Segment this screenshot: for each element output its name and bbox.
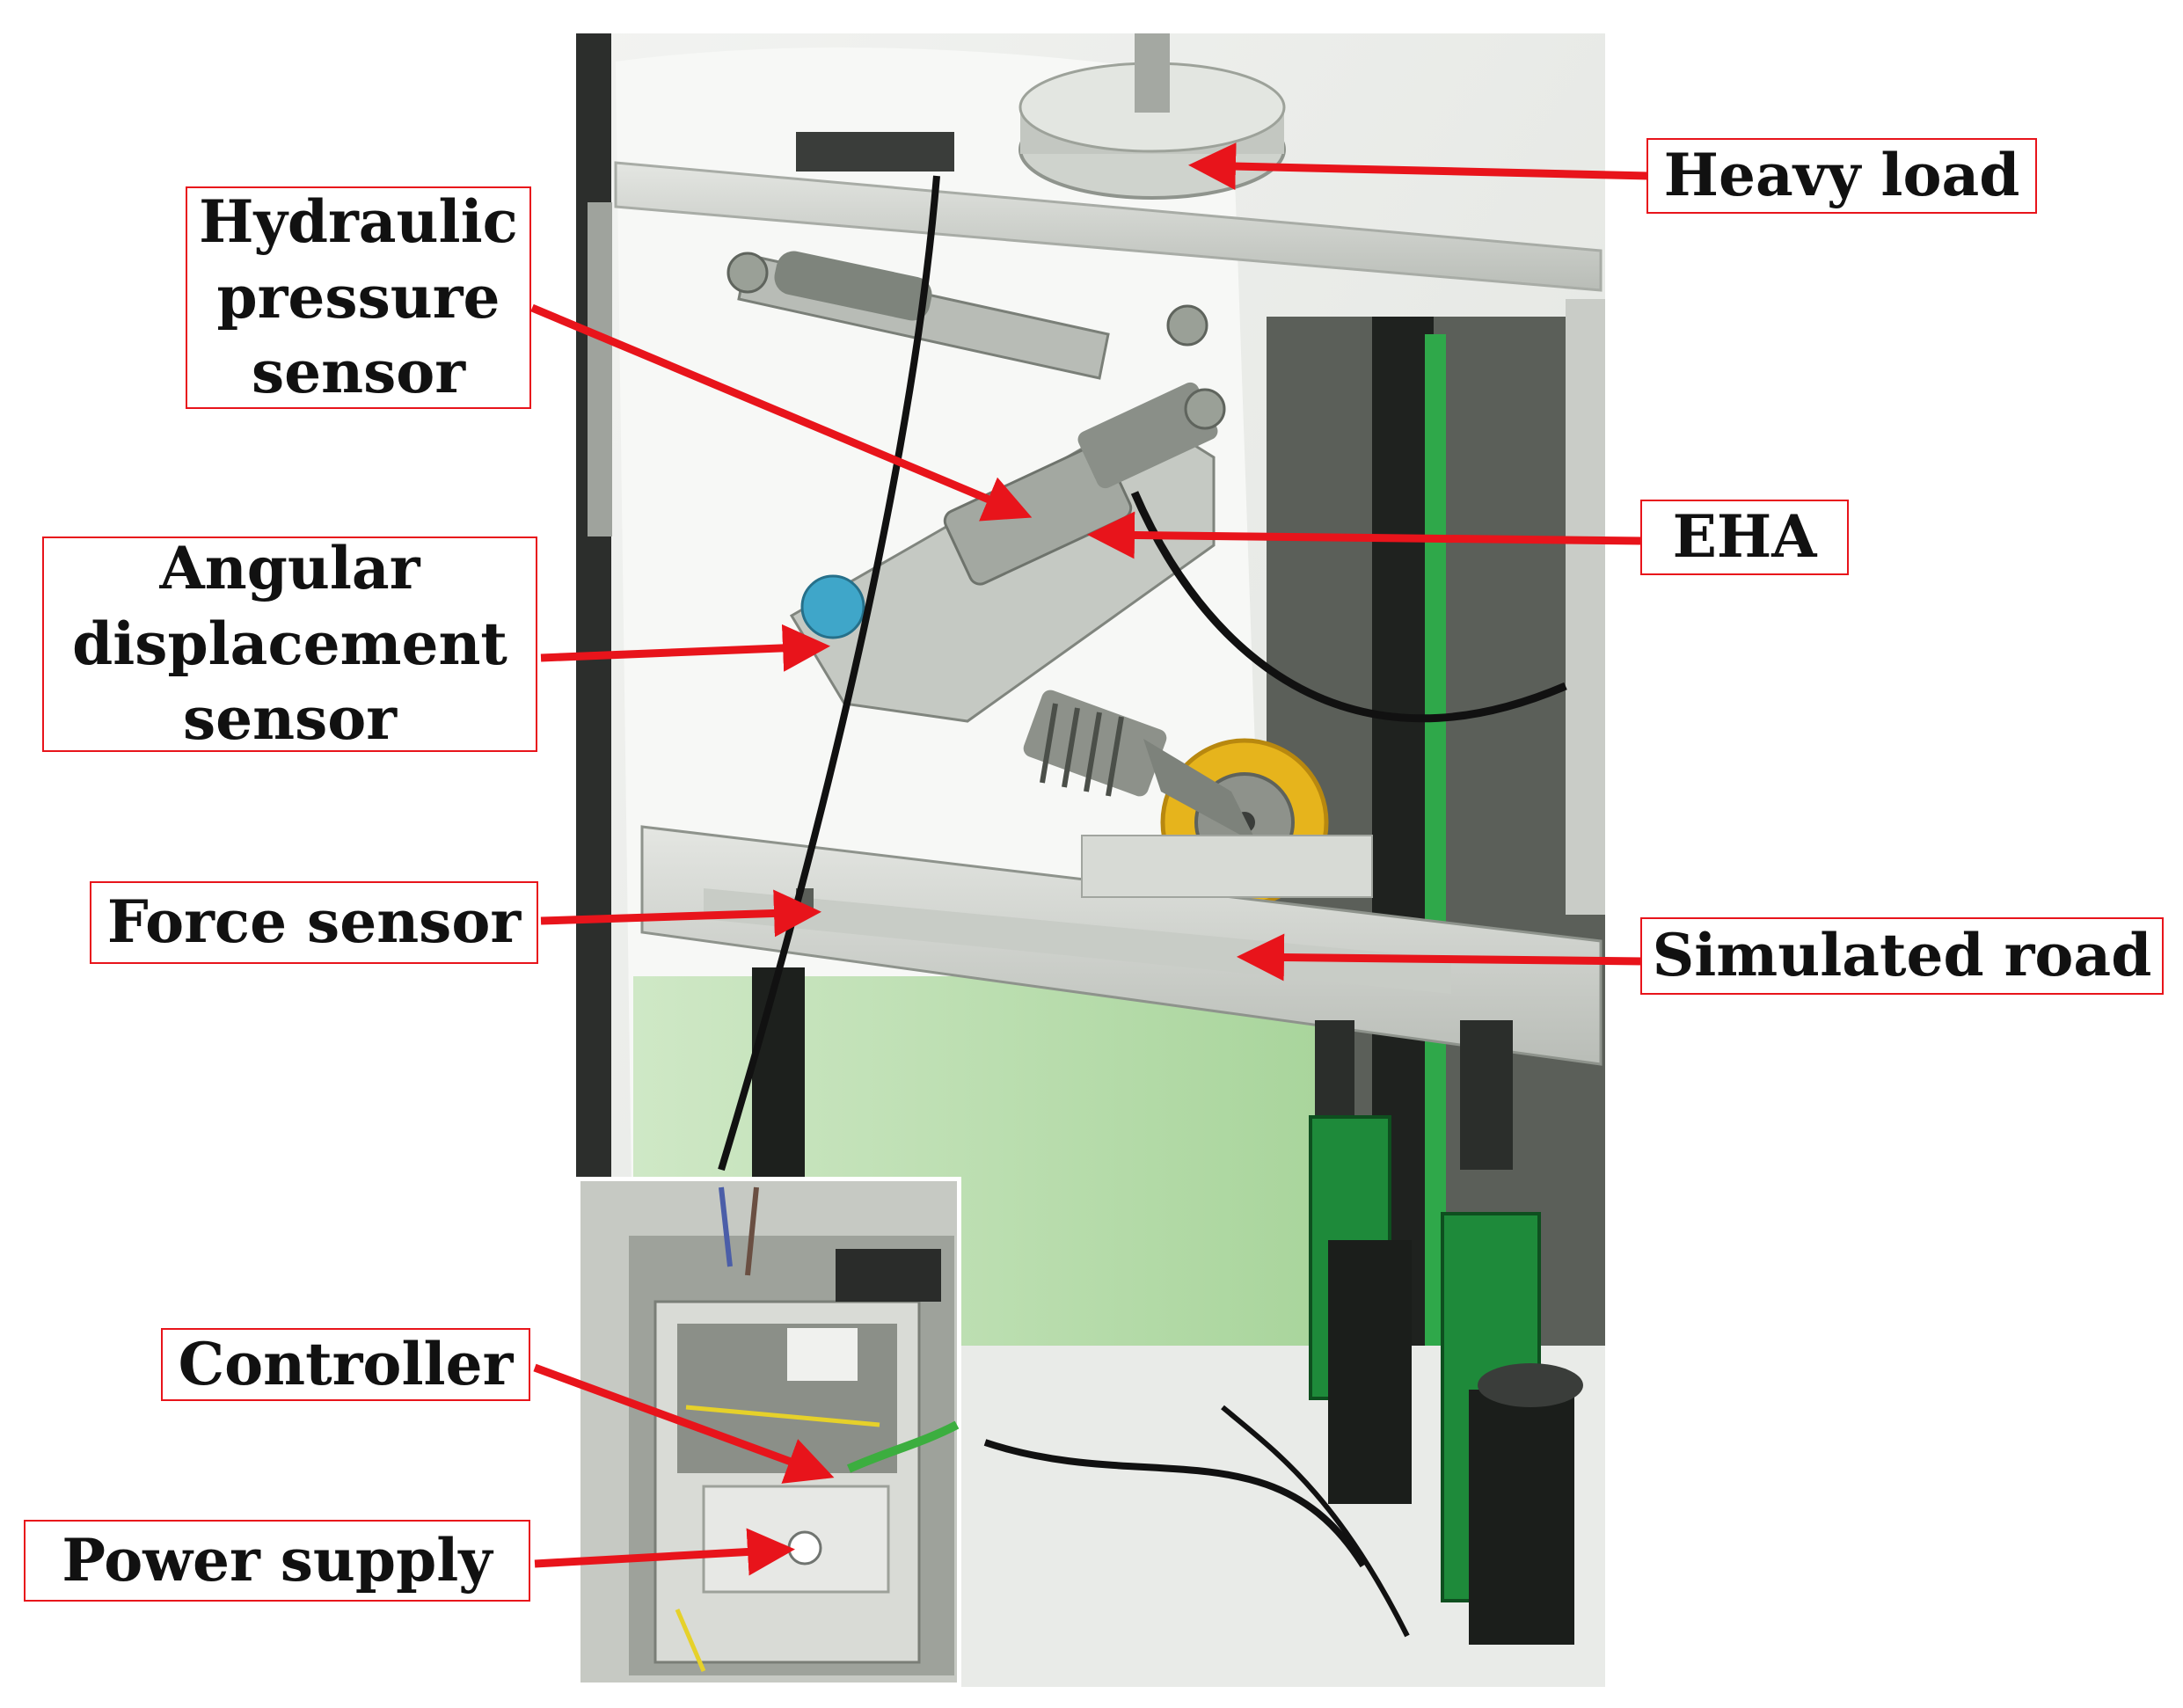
arrow-heavy-load	[1188, 142, 1650, 191]
controller-cabinet-inset	[576, 1177, 961, 1687]
label-eha: EHA	[1640, 500, 1849, 575]
label-angular-displacement-sensor: Angular displacement sensor	[42, 534, 537, 753]
label-force-sensor: Force sensor	[90, 881, 538, 964]
annotation-arrows	[530, 142, 1650, 1576]
arrow-power-supply	[534, 1528, 795, 1576]
label-heavy-load: Heavy load	[1646, 138, 2037, 214]
label-power-supply: Power supply	[24, 1520, 530, 1602]
label-hydraulic-pressure-sensor: Hydraulic pressure sensor	[186, 186, 531, 409]
arrow-hydraulic-pressure-sensor	[530, 303, 1033, 522]
main-photo	[576, 33, 1605, 1687]
label-simulated-road: Simulated road	[1640, 917, 2164, 995]
arrow-force-sensor	[540, 889, 821, 938]
label-controller: Controller	[161, 1328, 530, 1401]
arrow-controller	[533, 1363, 835, 1484]
arrow-eha	[1087, 511, 1644, 559]
arrow-angular-displacement-sensor	[540, 624, 830, 672]
arrow-simulated-road	[1237, 933, 1644, 982]
